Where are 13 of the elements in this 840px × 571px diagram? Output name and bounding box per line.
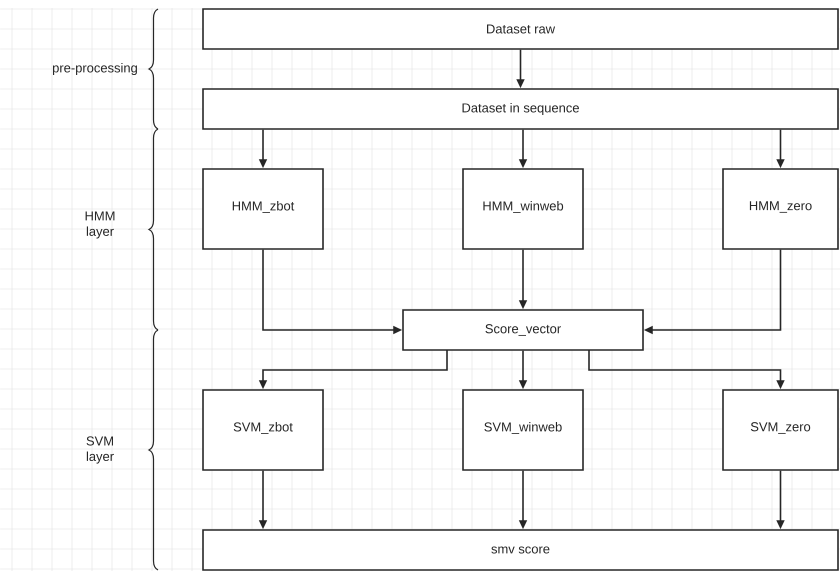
section-label: SVM layer	[86, 436, 114, 464]
section-label: pre-processing	[52, 62, 137, 76]
process-box: SVM_winweb	[462, 389, 584, 471]
process-box: Score_vector	[402, 309, 644, 351]
process-box: SVM_zbot	[202, 389, 324, 471]
process-box: Dataset in sequence	[202, 88, 839, 130]
process-box: Dataset raw	[202, 8, 839, 50]
process-box: HMM_zero	[722, 168, 839, 250]
section-label: HMM layer	[86, 211, 114, 239]
process-box: HMM_winweb	[462, 168, 584, 250]
process-box: SVM_zero	[722, 389, 839, 471]
process-box: smv score	[202, 529, 839, 571]
process-box: HMM_zbot	[202, 168, 324, 250]
